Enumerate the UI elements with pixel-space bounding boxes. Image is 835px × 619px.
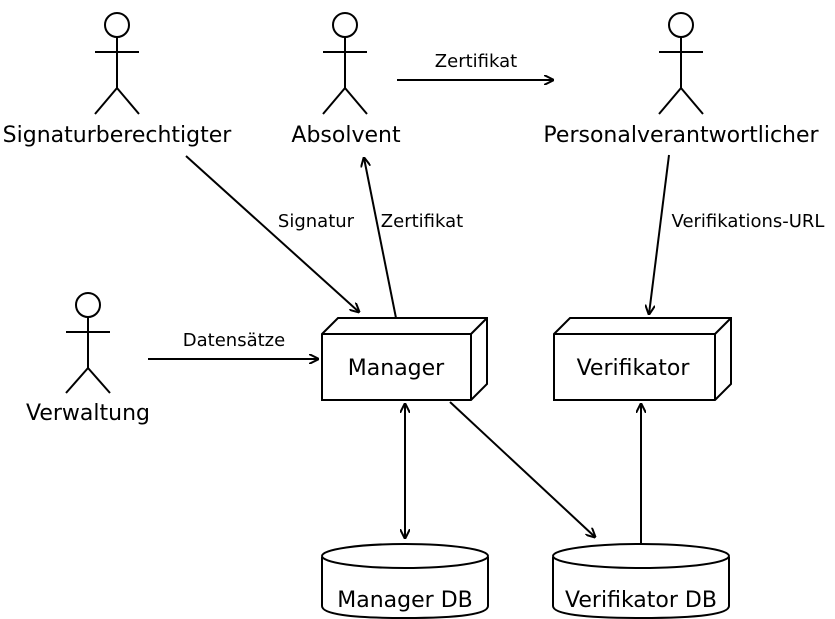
edge-label-datensaetze: Datensätze: [183, 330, 285, 351]
actor-label-verwaltung: Verwaltung: [26, 401, 150, 426]
edge-manager-verifikatordb: [449, 401, 595, 537]
actor-signaturberechtigter: Signaturberechtigter: [3, 12, 233, 148]
node-label-manager: Manager: [348, 356, 445, 381]
edge-verifikations-url: Verifikations-URL: [649, 154, 825, 314]
edge-label-signatur: Signatur: [278, 211, 355, 232]
edge-label-zertifikat-top: Zertifikat: [435, 51, 517, 72]
node-manager: Manager: [321, 317, 488, 401]
actor-absolvent: Absolvent: [291, 12, 401, 148]
node-label-verifikator: Verifikator: [577, 356, 691, 381]
database-label-manager-db: Manager DB: [337, 588, 472, 613]
actor-label-personalverantwortlicher: Personalverantwortlicher: [543, 123, 819, 148]
stick-figure-icon: [65, 292, 111, 394]
stick-figure-icon: [94, 12, 140, 115]
database-manager-db: Manager DB: [321, 543, 489, 619]
edge-signatur: Signatur: [185, 155, 359, 312]
edge-zertifikat-to-personal: Zertifikat: [397, 51, 553, 80]
edge-zertifikat-to-absolvent: Zertifikat: [364, 158, 463, 319]
actor-label-signaturberechtigter: Signaturberechtigter: [3, 123, 233, 148]
edge-datensaetze: Datensätze: [148, 330, 318, 359]
actor-personalverantwortlicher: Personalverantwortlicher: [543, 12, 820, 148]
edge-label-verifikations-url: Verifikations-URL: [672, 211, 825, 232]
stick-figure-icon: [322, 12, 368, 115]
actor-label-absolvent: Absolvent: [291, 123, 401, 148]
stick-figure-icon: [658, 12, 704, 115]
node-verifikator: Verifikator: [553, 317, 732, 401]
database-label-verifikator-db: Verifikator DB: [565, 588, 717, 613]
database-verifikator-db: Verifikator DB: [552, 543, 730, 619]
actor-verwaltung: Verwaltung: [26, 292, 150, 426]
edge-label-zertifikat-mid: Zertifikat: [381, 211, 463, 232]
